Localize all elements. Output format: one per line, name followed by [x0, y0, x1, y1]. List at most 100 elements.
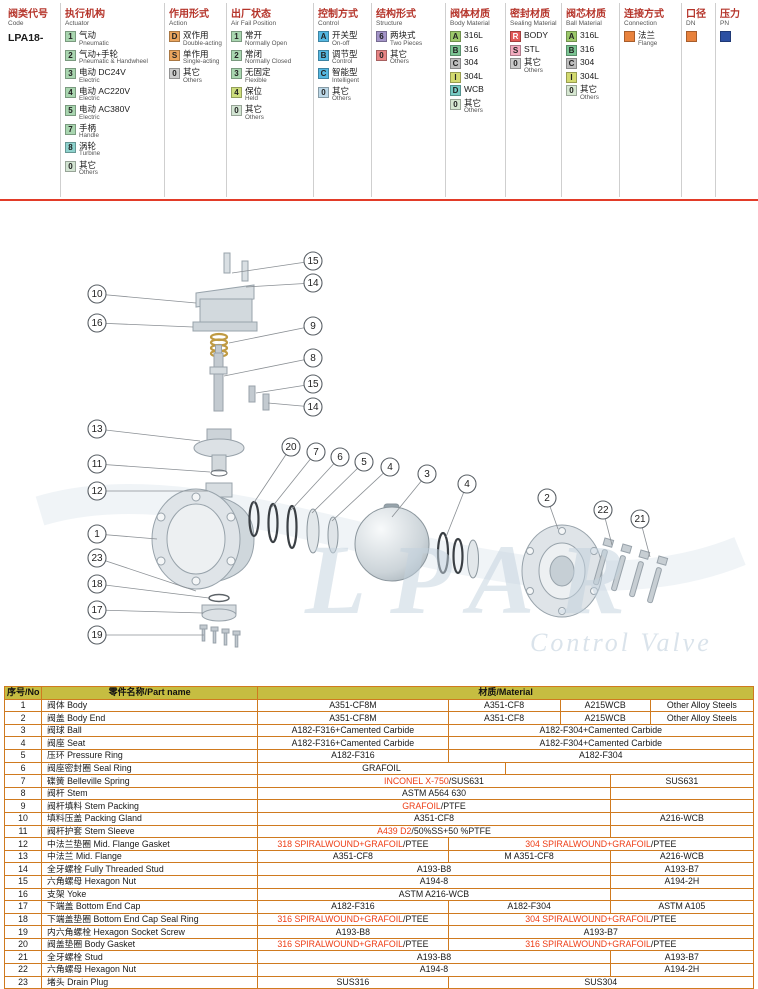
part-name: 阀杆填料 Stem Packing [41, 799, 259, 813]
option-label-cn: 开关型 [332, 30, 358, 41]
option-label-cn: 其它 [464, 97, 482, 108]
option-label-cn: 法兰 [638, 30, 656, 41]
code-badge: 0 [231, 105, 242, 117]
callout-circle [87, 313, 107, 333]
callout-circle [303, 273, 323, 293]
part-no: 19 [3, 925, 43, 939]
material-text: A193-B7 [664, 863, 699, 874]
column-title-cn: 阀类代号 [8, 9, 48, 20]
material-cell: A194-2H [609, 874, 755, 889]
material-text: A215WCB [584, 712, 626, 723]
callout-number: 19 [91, 630, 103, 641]
option-label-cn: 单作用 [183, 48, 209, 59]
part-no: 7 [3, 774, 43, 788]
callout-circle [87, 625, 107, 645]
code-badge: 2 [65, 49, 76, 61]
material-text: A216-WCB [659, 813, 704, 824]
material-text-highlight: 316 SPIRALWOUND+GRAFOIL [525, 939, 651, 950]
material-text: A351-CF8 [332, 851, 373, 862]
callout-leader-line [96, 609, 204, 614]
material-text: A182-F316 [331, 901, 375, 912]
material-cell: A193-B7 [447, 925, 755, 939]
code-badge: 3 [231, 68, 242, 80]
material-text: /PTEE [650, 838, 677, 849]
callout-number: 3 [424, 469, 430, 480]
callout-circle [87, 481, 107, 501]
code-badge: 7 [65, 123, 76, 135]
valve-body-group [151, 482, 255, 590]
material-text: SUS316 [336, 977, 370, 988]
option-label-en: Others [79, 168, 98, 176]
socket-screws [199, 624, 241, 648]
code-option-label: 316 [464, 44, 478, 54]
callout-number: 23 [91, 553, 103, 564]
code-option-label: 304 [580, 58, 594, 67]
option-label-en: Flange [638, 39, 658, 47]
option-label-en: Turbine [79, 150, 101, 158]
option-label-en: Double-acting [183, 39, 222, 47]
option-label-cn: STL [524, 43, 540, 54]
part-name: 全牙螺栓 Fully Threaded Stud [41, 862, 259, 876]
material-cell: A439 D2/50%SS+50 %PTFE [257, 824, 611, 839]
callout-leader-line [96, 428, 201, 442]
part-no: 8 [3, 786, 43, 801]
code-badge [720, 31, 731, 43]
option-label-cn: 气动+手轮 [79, 48, 118, 59]
material-text: ASTM A105 [658, 901, 706, 912]
part-no: 2 [3, 711, 43, 725]
callout-leader-line [228, 325, 314, 344]
column-title-en: DN [686, 20, 696, 27]
callout-number: 6 [337, 452, 343, 463]
material-text: A182-F316 [331, 750, 375, 761]
code-badge: I [566, 71, 577, 83]
callout-circle [87, 524, 107, 544]
material-cell: 304 SPIRALWOUND+GRAFOIL/PTEE [447, 837, 755, 851]
exploded-view-svg: LPAR Control Valve 151410169815141311122… [35, 251, 746, 657]
callout-number: 14 [307, 402, 319, 413]
top-stud-icon [223, 252, 231, 274]
option-label-en: On-off [332, 39, 350, 47]
part-no: 14 [3, 862, 43, 876]
option-label-cn: 手柄 [79, 122, 97, 133]
code-option-label: 304 [464, 58, 478, 67]
callout-circle [630, 509, 650, 529]
material-text: ASTM A216-WCB [398, 888, 470, 899]
column-title-en: Connection [624, 20, 657, 27]
material-cell: 316 SPIRALWOUND+GRAFOIL/PTEE [447, 937, 755, 952]
material-text-highlight: 318 SPIRALWOUND+GRAFOIL [277, 838, 404, 849]
callout-leader-line [96, 293, 197, 304]
callout-number: 1 [94, 529, 100, 540]
material-text: /PTEE [650, 939, 677, 950]
material-cell: A193-B7 [609, 950, 755, 965]
part-name: 中法兰垫圈 Mid. Flange Gasket [41, 837, 259, 851]
column-title-en: Actuator [65, 20, 90, 27]
